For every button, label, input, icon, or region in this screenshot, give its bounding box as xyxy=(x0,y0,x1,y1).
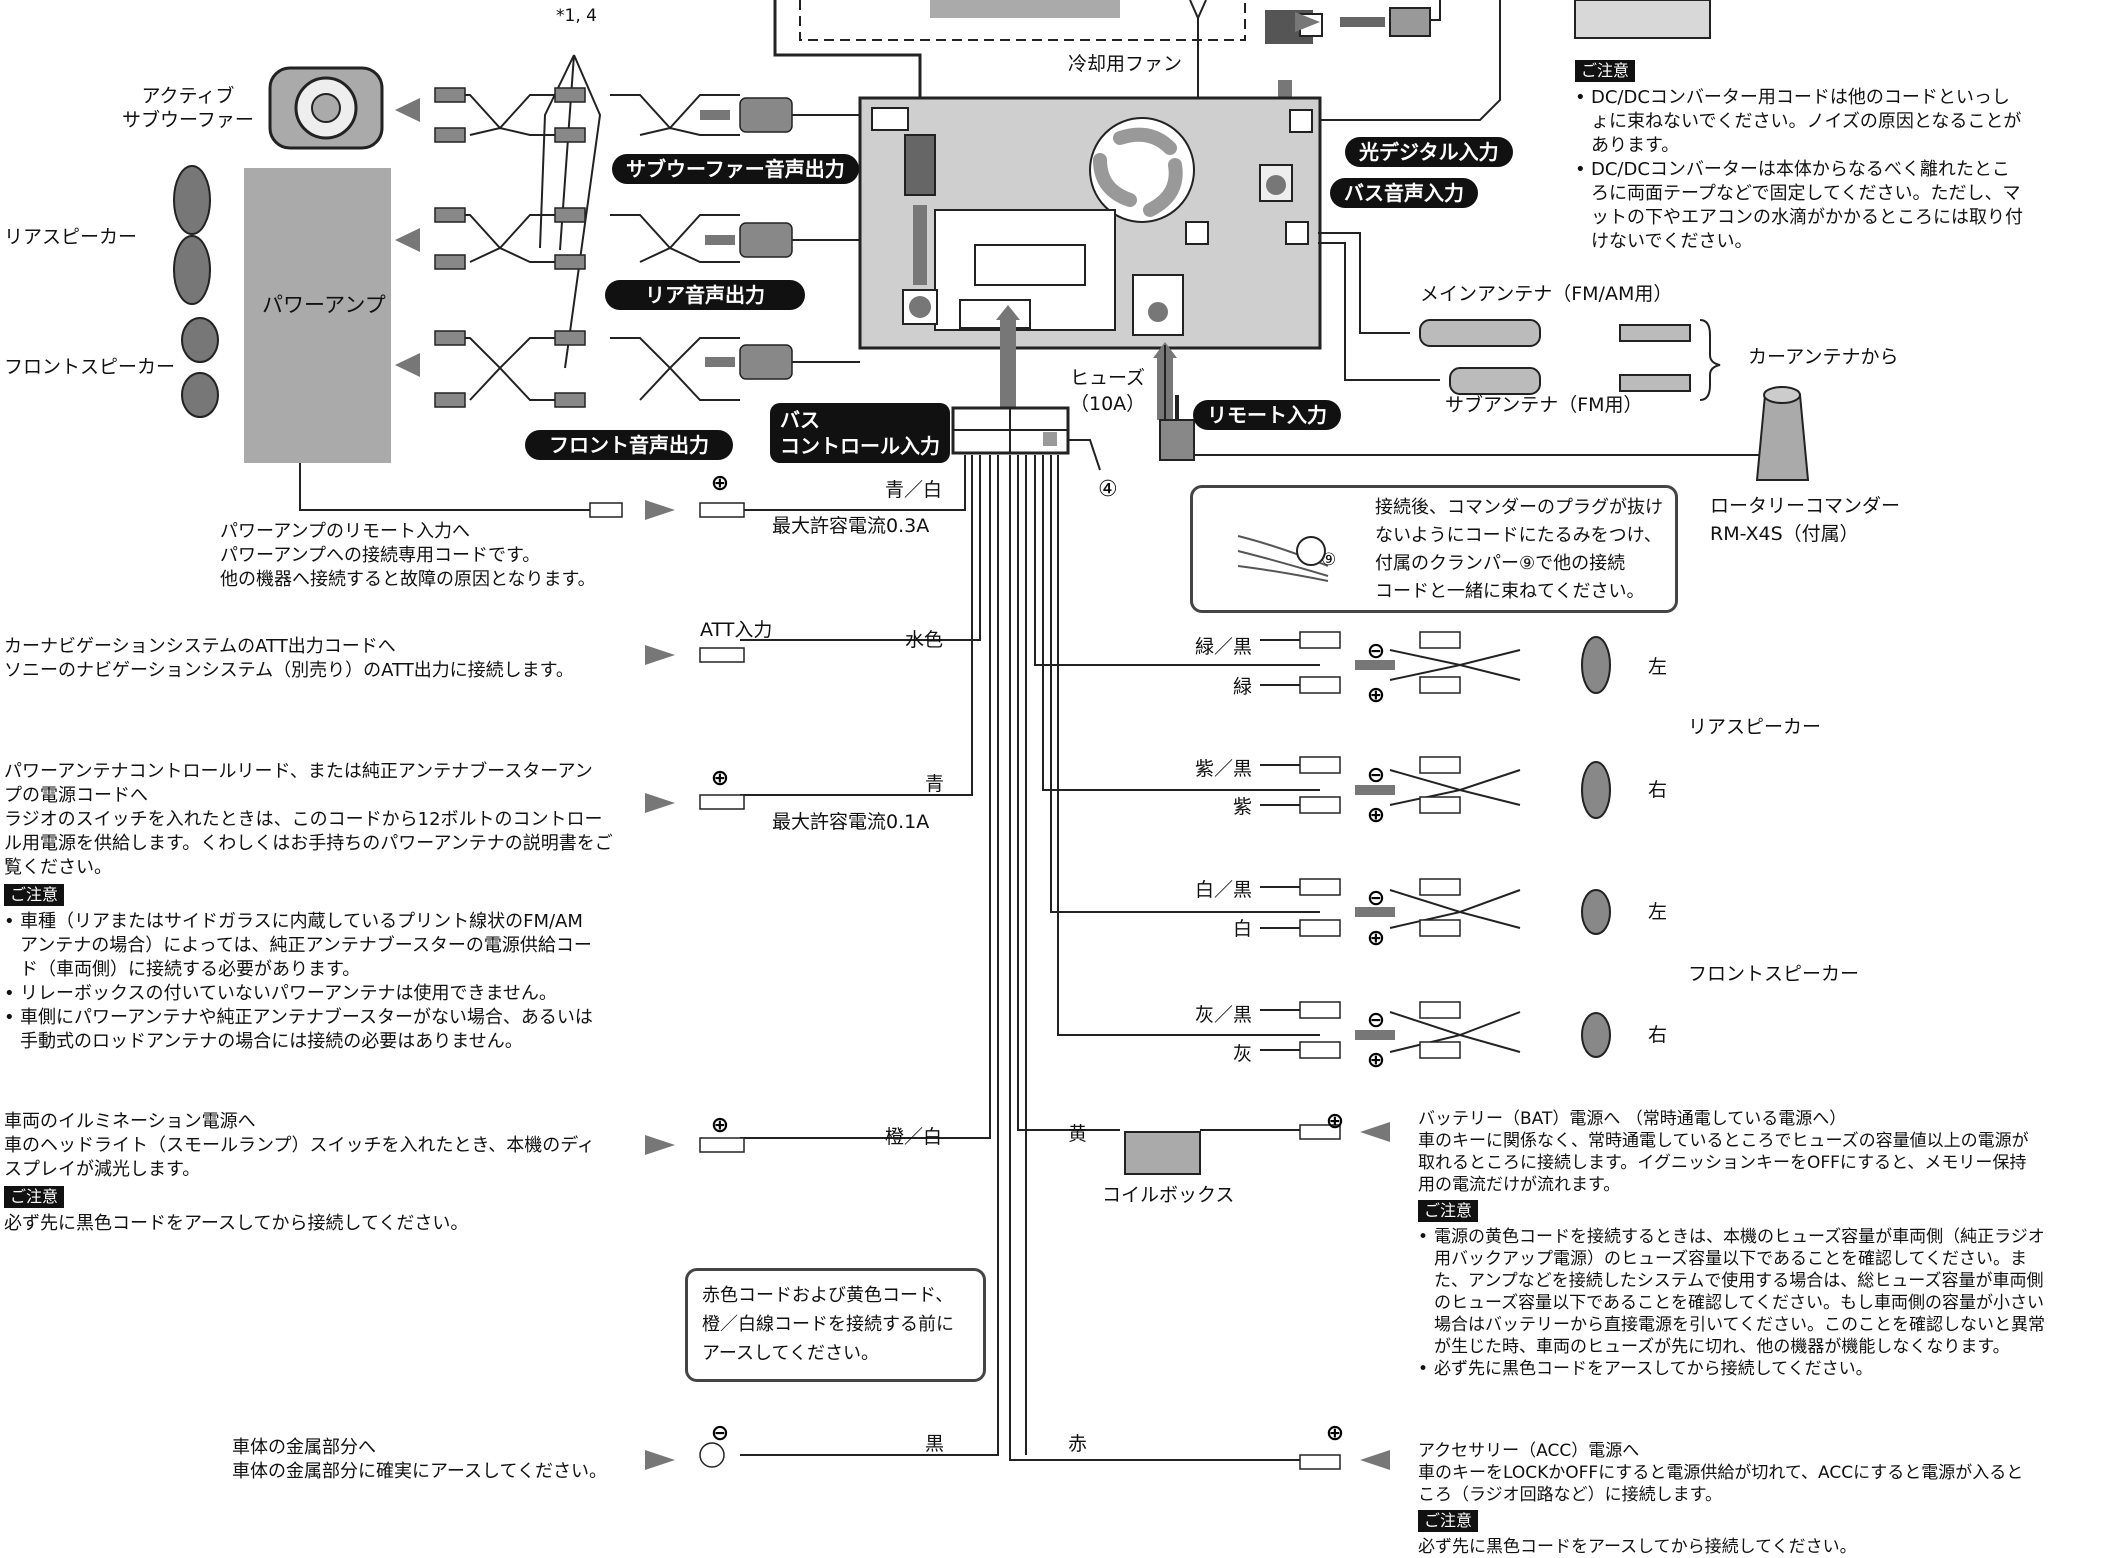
wire-purple: 紫 xyxy=(1233,796,1253,818)
wire-green-black: 緑／黒 xyxy=(1195,636,1253,658)
wire-blue-white: 青／白 xyxy=(885,479,943,501)
dcdc-notes: ご注意 DC/DCコンバーター用コードは他のコードといっしょに束ねないでください… xyxy=(1575,56,2025,254)
note-badge: ご注意 xyxy=(4,1186,65,1208)
ground-note-box: 赤色コードおよび黄色コード、 橙／白線コードを接続する前に アースしてください。 xyxy=(685,1268,986,1382)
coil-box-shape xyxy=(1124,1131,1201,1175)
antenna-plugs xyxy=(1419,319,1691,395)
svg-text:⊕: ⊕ xyxy=(711,766,729,791)
active-subwoofer-label: アクティブ サブウーファー xyxy=(122,85,254,131)
flow-arrows xyxy=(395,12,1320,377)
rear-speaker-label-right: リアスピーカー xyxy=(1688,716,1822,738)
svg-text:⊕: ⊕ xyxy=(1367,1048,1385,1073)
commander-note-box: ⑨ 接続後、コマンダーのプラグが抜け ないようにコードにたるみをつけ、 付属のク… xyxy=(1190,485,1678,613)
wire-red: 赤 xyxy=(1068,1433,1088,1455)
remote-in-pill: リモート入力 xyxy=(1193,400,1341,430)
harness-connector xyxy=(951,406,1070,455)
amp-remote-wire xyxy=(299,455,966,511)
max-current-03: 最大許容電流0.3A xyxy=(772,515,930,537)
antenna-text: パワーアンテナコントロールリード、または純正アンテナブースターアン プの電源コー… xyxy=(4,760,613,1054)
illum-text: 車両のイルミネーション電源へ 車のヘッドライト（スモールランプ）スイッチを入れた… xyxy=(4,1111,595,1234)
star-note: *1, 4 xyxy=(556,6,597,26)
clamper-ref: ⑨ xyxy=(1321,550,1337,570)
main-antenna-label: メインアンテナ（FM/AM用） xyxy=(1420,283,1673,305)
dcdc-converter xyxy=(1265,0,1711,172)
speaker-connectors xyxy=(1299,631,1461,1059)
note-badge: ご注意 xyxy=(1418,1510,1479,1532)
svg-text:⊖: ⊖ xyxy=(1367,886,1385,911)
svg-text:⊕: ⊕ xyxy=(1367,683,1385,708)
wire-green: 緑 xyxy=(1233,676,1253,698)
clamper-illustration xyxy=(1237,535,1329,582)
sub-antenna-label: サブアンテナ（FM用） xyxy=(1445,394,1643,416)
svg-text:⊕: ⊕ xyxy=(1367,803,1385,828)
acc-text: アクセサリー（ACC）電源へ 車のキーをLOCKかOFFにすると電源供給が切れて… xyxy=(1418,1441,2024,1557)
front-right-label: 右 xyxy=(1648,1024,1668,1046)
wire-gray: 灰 xyxy=(1233,1043,1253,1065)
fuse-label: ヒューズ （10A） xyxy=(1070,367,1146,415)
speaker-wires xyxy=(1260,639,1521,1053)
rca-cables xyxy=(440,54,860,401)
navi-text: カーナビゲーションシステムのATT出力コードへ ソニーのナビゲーションシステム（… xyxy=(4,636,574,681)
bus-control-in-pill: バス コントロール入力 xyxy=(770,403,950,463)
from-car-antenna-label: カーアンテナから xyxy=(1748,346,1899,368)
dcdc-note-2: DC/DCコンバーターは本体からなるべく離れたところに両面テープなどで固定してく… xyxy=(1575,158,2025,254)
ground-text: 車体の金属部分へ 車体の金属部分に確実にアースしてください。 xyxy=(232,1437,607,1482)
rotary-commander-label: ロータリーコマンダー RM-X4S（付属） xyxy=(1710,495,1901,545)
rear-left-label: 左 xyxy=(1648,656,1668,678)
wire-gray-black: 灰／黒 xyxy=(1195,1004,1253,1026)
power-amp-label: パワーアンプ xyxy=(262,293,386,317)
remote-plug xyxy=(1159,395,1195,461)
harness-wires xyxy=(740,439,1320,1461)
note-badge: ご注意 xyxy=(1575,60,1636,82)
polarity-marks: ⊕ ⊕ ⊕ ⊖ ⊕ ⊕ ⊖ ⊕ ⊖ ⊕ ⊖ ⊕ ⊖ ⊕ xyxy=(711,471,1385,1446)
front-out-pill: フロント音声出力 xyxy=(525,430,733,460)
wire-black: 黒 xyxy=(925,1433,945,1455)
amp-and-speakers xyxy=(173,66,391,463)
wire-yellow: 黄 xyxy=(1068,1123,1088,1145)
left-arrows xyxy=(645,500,1390,1470)
att-input-label: ATT入力 xyxy=(700,619,773,641)
commander-note-text: 接続後、コマンダーのプラグが抜け ないようにコードにたるみをつけ、 付属のクラン… xyxy=(1375,497,1663,602)
subwoofer-out-pill: サブウーファー音声出力 xyxy=(612,154,859,184)
rear-out-pill: リア音声出力 xyxy=(605,280,805,310)
svg-text:⊖: ⊖ xyxy=(1367,763,1385,788)
front-speaker-label-left: フロントスピーカー xyxy=(4,356,176,378)
svg-text:⊕: ⊕ xyxy=(1367,926,1385,951)
svg-text:⊕: ⊕ xyxy=(711,471,729,496)
battery-text: バッテリー（BAT）電源へ （常時通電している電源へ） 車のキーに関係なく、常時… xyxy=(1418,1108,2045,1380)
rear-speaker-label-left: リアスピーカー xyxy=(4,226,138,248)
front-left-label: 左 xyxy=(1648,901,1668,923)
wire-orange-white: 橙／白 xyxy=(885,1126,943,1148)
coil-box-label: コイルボックス xyxy=(1102,1184,1235,1206)
svg-text:⊕: ⊕ xyxy=(711,1113,729,1138)
wire-light-blue: 水色 xyxy=(905,629,944,651)
speaker-arrows xyxy=(1355,660,1395,1040)
wire-blue: 青 xyxy=(925,773,945,795)
amp-remote-text: パワーアンプのリモート入力へ パワーアンプへの接続専用コードです。 他の機器へ接… xyxy=(220,521,596,590)
bus-audio-in-pill: バス音声入力 xyxy=(1330,178,1478,208)
svg-text:⊖: ⊖ xyxy=(1367,1008,1385,1033)
dcdc-note-1: DC/DCコンバーター用コードは他のコードといっしょに束ねないでください。ノイズ… xyxy=(1575,86,2025,158)
note-badge: ご注意 xyxy=(1418,1200,1479,1222)
max-current-01: 最大許容電流0.1A xyxy=(772,811,930,833)
svg-text:⊕: ⊕ xyxy=(1326,1421,1344,1446)
wire-white-black: 白／黒 xyxy=(1195,879,1253,901)
left-wire-terminals xyxy=(589,502,1341,1470)
svg-text:⊕: ⊕ xyxy=(1326,1109,1344,1134)
rotary-commander-shape xyxy=(1755,386,1810,481)
svg-text:⊖: ⊖ xyxy=(1367,639,1385,664)
cooling-fan-label: 冷却用ファン xyxy=(1068,53,1183,75)
head-unit-body xyxy=(858,96,1322,420)
rca-plugs xyxy=(434,87,793,408)
wire-white: 白 xyxy=(1233,918,1253,940)
optical-in-pill: 光デジタル入力 xyxy=(1345,137,1513,167)
speaker-cones xyxy=(1581,636,1611,1058)
rear-right-label: 右 xyxy=(1648,779,1668,801)
connector-ref: ④ xyxy=(1098,477,1118,502)
wire-purple-black: 紫／黒 xyxy=(1195,758,1253,780)
note-badge: ご注意 xyxy=(4,884,65,906)
svg-text:⊖: ⊖ xyxy=(711,1421,729,1446)
front-speaker-label-right: フロントスピーカー xyxy=(1688,963,1860,985)
